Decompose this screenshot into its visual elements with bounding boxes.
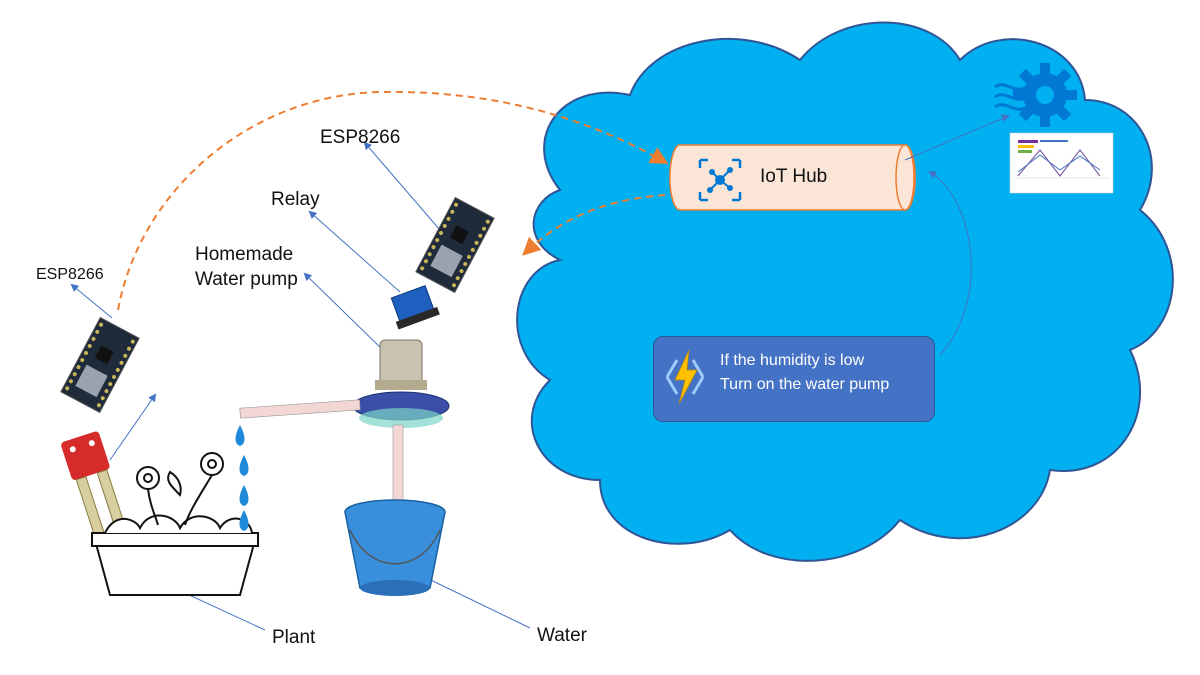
pointer-lines (70, 114, 1010, 631)
iot-hub-label: IoT Hub (760, 166, 828, 187)
pump-label-line2: Water pump (195, 269, 298, 290)
esp8266-left-label: ESP8266 (36, 266, 104, 283)
water-drop-icon (235, 425, 249, 531)
function-text-line2: Turn on the water pump (720, 376, 890, 393)
water-label: Water (537, 625, 587, 646)
relay-label: Relay (271, 189, 320, 210)
chart-thumbnail (1009, 132, 1114, 194)
dashed-data-arrows (117, 90, 669, 311)
water-bucket (344, 499, 446, 596)
esp8266-top-label: ESP8266 (320, 127, 401, 148)
plant-label: Plant (272, 627, 316, 648)
function-text-line1: If the humidity is low (720, 352, 865, 369)
stream-analytics-gear-icon (994, 63, 1077, 127)
esp8266-board-left (60, 316, 140, 414)
esp8266-board-top (415, 196, 495, 294)
iot-hub-icon (698, 158, 742, 202)
iot-hub-cylinder (669, 144, 916, 211)
azure-function-box (653, 336, 935, 422)
pump-label-line1: Homemade (195, 244, 294, 265)
relay-module (390, 285, 440, 330)
azure-cloud (516, 21, 1174, 562)
soil-moisture-sensor (61, 431, 126, 538)
azure-function-bolt-icon (665, 349, 705, 405)
flower-pot (91, 452, 259, 596)
dc-motor-pump (239, 339, 450, 538)
